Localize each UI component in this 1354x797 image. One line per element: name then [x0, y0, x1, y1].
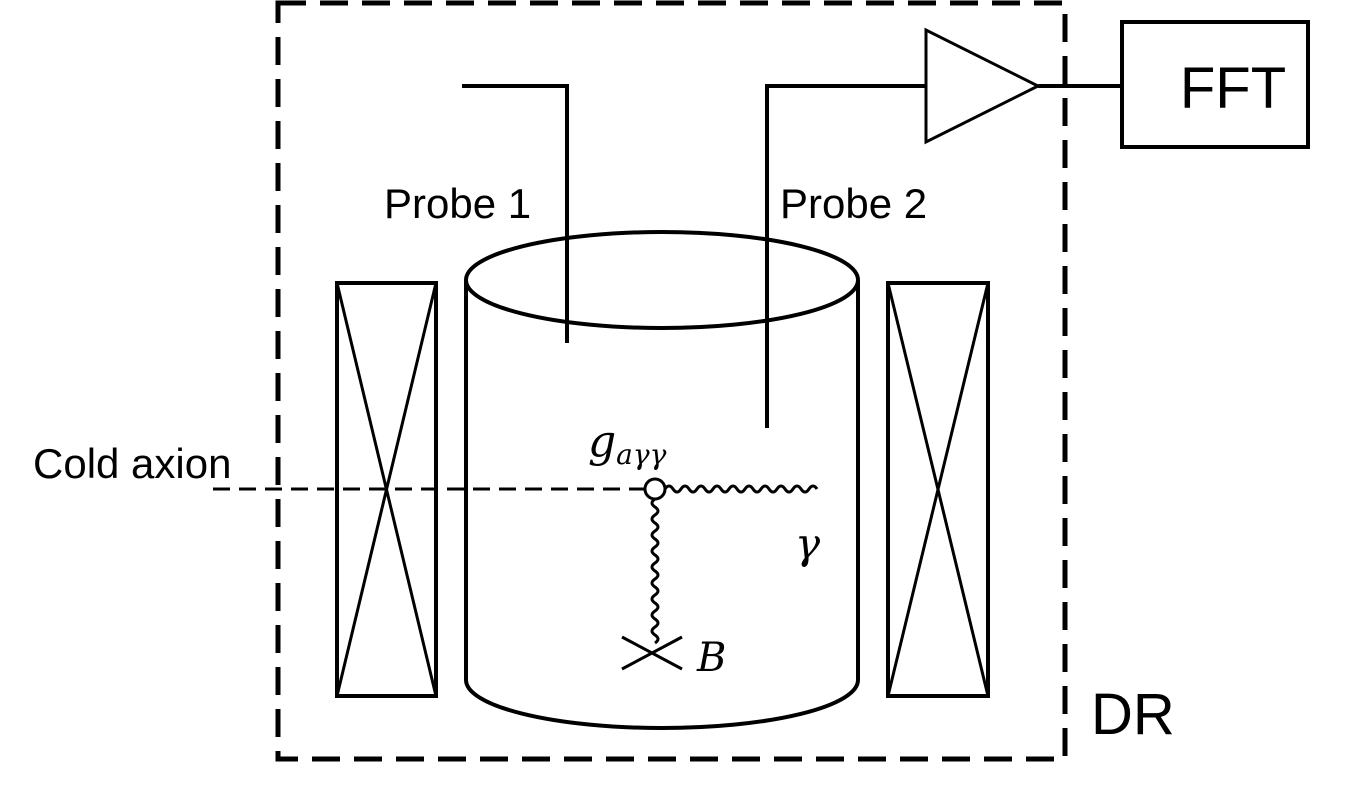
coupling-subscript: aγγ — [616, 438, 666, 471]
magnet-coil-right — [886, 281, 990, 698]
cold-axion-label: Cold axion — [33, 440, 231, 487]
amplifier-icon — [924, 27, 1042, 145]
probe-1-label: Probe 1 — [384, 180, 531, 227]
probe-2-antenna — [765, 84, 926, 428]
field-wavy-line — [650, 497, 660, 645]
cavity-bottom — [464, 679, 860, 730]
dr-enclosure — [275, 0, 1068, 762]
photon-wavy-line — [663, 484, 819, 494]
dr-label: DR — [1091, 682, 1175, 747]
photon-label: γ — [795, 519, 821, 568]
coupling-label: gaγγ — [588, 416, 667, 471]
interaction-vertex — [643, 477, 667, 501]
external-field-cross-icon — [621, 635, 683, 671]
field-label: B — [696, 635, 726, 681]
fft-box — [1120, 20, 1310, 149]
cavity-top — [464, 230, 860, 330]
coupling-base: g — [588, 416, 616, 467]
probe-2-label: Probe 2 — [780, 180, 927, 227]
cavity-cylinder — [464, 230, 860, 730]
probe-1-antenna — [462, 84, 569, 343]
fft-label: FFT — [1180, 56, 1286, 121]
